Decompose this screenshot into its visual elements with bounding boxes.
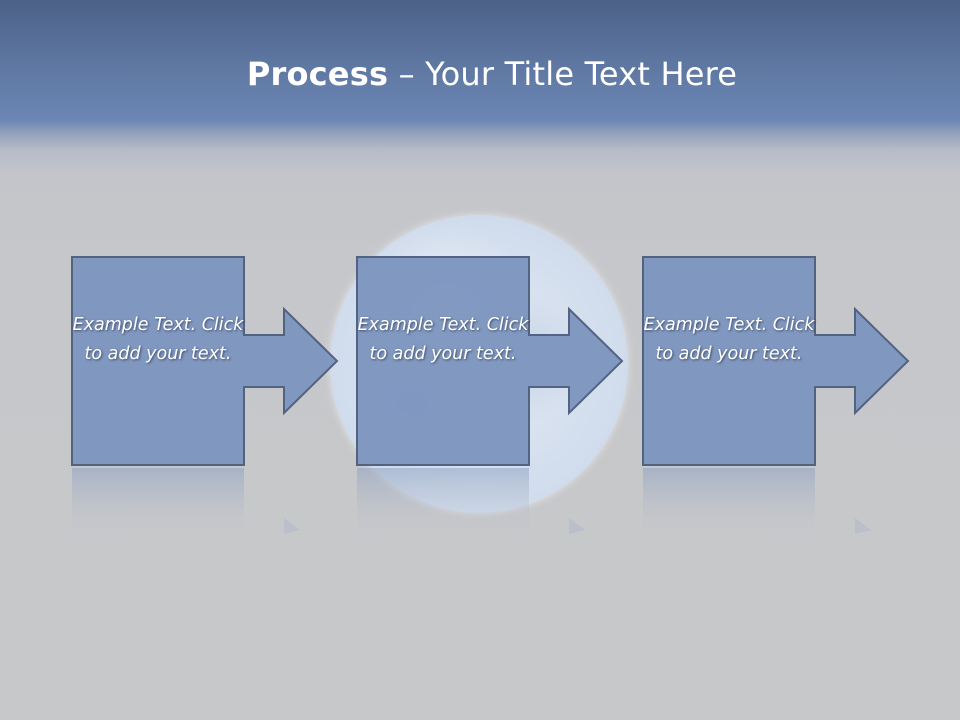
reflection-box-2 xyxy=(357,468,529,540)
reflections xyxy=(72,468,871,540)
reflection-box-1 xyxy=(72,468,244,540)
reflection-arrow-1 xyxy=(284,518,300,534)
step-text-3[interactable]: Example Text. Click to add your text. xyxy=(643,315,815,364)
slide-title[interactable]: Process – Your Title Text Here xyxy=(0,52,960,96)
reflection-box-3 xyxy=(643,468,815,540)
step-text-1[interactable]: Example Text. Click to add your text. xyxy=(72,315,244,364)
step-text-2[interactable]: Example Text. Click to add your text. xyxy=(357,315,529,364)
title-rest: – Your Title Text Here xyxy=(388,55,738,93)
reflection-arrow-3 xyxy=(855,518,871,534)
step-shape-3[interactable] xyxy=(642,256,910,466)
reflection-arrow-2 xyxy=(569,518,585,534)
step-shape-2[interactable] xyxy=(356,256,624,466)
title-bold: Process xyxy=(246,55,389,93)
step-shape-1[interactable] xyxy=(71,256,339,466)
